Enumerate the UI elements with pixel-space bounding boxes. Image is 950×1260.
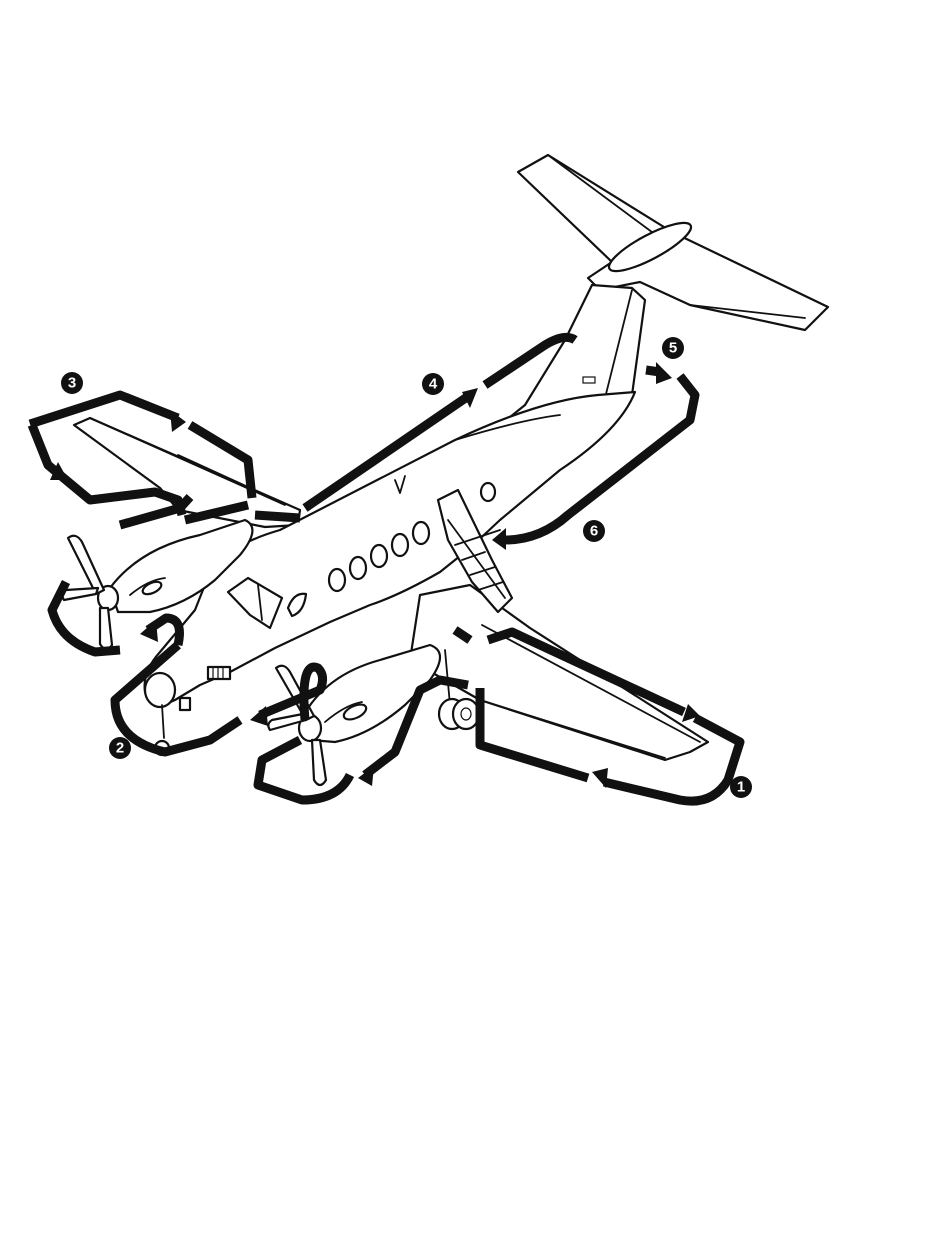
nose-vent — [208, 667, 230, 679]
marker-2: 2 — [109, 737, 131, 759]
aircraft-illustration — [62, 155, 828, 785]
marker-3-label: 3 — [68, 375, 76, 392]
left-wing — [74, 418, 300, 527]
marker-1-label: 1 — [737, 779, 745, 796]
nose-radome — [145, 673, 175, 707]
marker-3: 3 — [61, 372, 83, 394]
marker-5: 5 — [662, 337, 684, 359]
marker-4-label: 4 — [429, 376, 438, 393]
marker-4: 4 — [422, 373, 444, 395]
marker-6: 6 — [583, 520, 605, 542]
right-wing — [410, 585, 708, 760]
marker-2-label: 2 — [116, 740, 124, 757]
marker-6-label: 6 — [590, 523, 598, 540]
marker-1: 1 — [730, 776, 752, 798]
marker-5-label: 5 — [669, 340, 677, 357]
